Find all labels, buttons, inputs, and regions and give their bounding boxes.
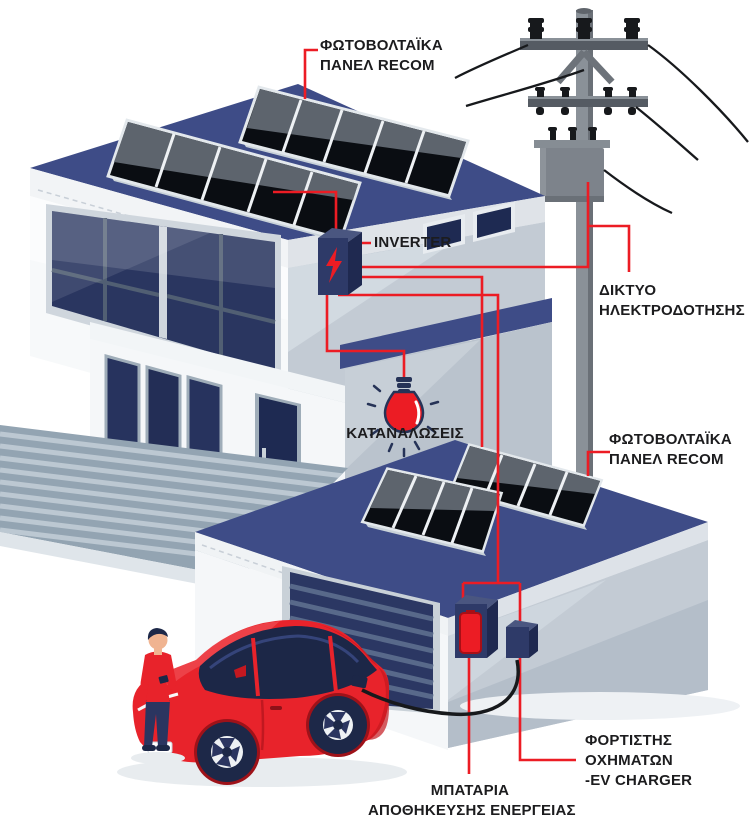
electric-car (132, 619, 390, 785)
window-band (46, 204, 281, 379)
side-mirror (234, 665, 246, 678)
wire-inverter-to-battery-charger (338, 293, 500, 583)
solar-panel-row (360, 467, 504, 556)
label-line: ΗΛΕΚΤΡΟΔΟΤΗΣΗΣ (599, 302, 745, 319)
side-vent-windows (423, 202, 515, 254)
wire-inverter-to-grid (352, 182, 590, 269)
label-line: INVERTER (374, 234, 452, 251)
charging-cable (361, 659, 520, 717)
power-lines (454, 43, 749, 215)
bushing-icons (535, 87, 637, 115)
battery-box (455, 595, 498, 658)
lightning-bolt-icon (326, 247, 342, 283)
insulator-icon (528, 18, 640, 39)
label-grid-network: ΔΙΚΤΥΟ ΗΛΕΚΤΡΟΔΟΤΗΣΗΣ (599, 281, 745, 321)
wire-pv-right-label (586, 450, 610, 476)
label-consumption: ΚΑΤΑΝΑΛΩΣΕΙΣ (329, 424, 481, 444)
label-battery-storage: ΜΠΑΤΑΡΙΑ ΑΠΟΘΗΚΕΥΣΗΣ ΕΝΕΡΓΕΙΑΣ (368, 781, 576, 821)
label-line: ΠΑΝΕΛ RECOM (320, 57, 435, 74)
label-line: ΦΩΤΟΒΟΛΤΑΪΚΑ (609, 431, 732, 448)
light-bulb-icon (366, 377, 440, 458)
label-line: ΟΧΗΜΑΤΩΝ (585, 752, 673, 769)
wire-ev-label (518, 658, 576, 762)
wire-label-to-top-panels (303, 48, 318, 99)
label-pv-panels-top: ΦΩΤΟΒΟΛΤΑΪΚΑ ΠΑΝΕΛ RECOM (320, 36, 443, 76)
wire-inverter-to-garage-panels (352, 275, 484, 447)
label-line: ΑΠΟΘΗΚΕΥΣΗΣ ΕΝΕΡΓΕΙΑΣ (368, 802, 576, 819)
label-line: ΦΩΤΟΒΟΛΤΑΪΚΑ (320, 37, 443, 54)
label-line: ΠΑΝΕΛ RECOM (609, 451, 724, 468)
solar-panel-array-garage (360, 443, 604, 556)
label-line: ΚΑΤΑΝΑΛΩΣΕΙΣ (346, 425, 464, 442)
person (140, 628, 177, 751)
wire-panels-to-inverter (273, 190, 338, 232)
transformer (540, 148, 604, 202)
label-inverter: INVERTER (374, 233, 451, 253)
solar-panel-row (238, 85, 470, 200)
label-line: ΔΙΚΤΥΟ (599, 282, 657, 299)
car-wheel (194, 719, 260, 785)
label-ev-charger: ΦΟΡΤΙΣΤΗΣ ΟΧΗΜΑΤΩΝ -EV CHARGER (585, 731, 692, 791)
diagram-wires (273, 48, 631, 774)
label-pv-panels-right: ΦΩΤΟΒΟΛΤΑΪΚΑ ΠΑΝΕΛ RECOM (609, 430, 732, 470)
battery-icon (459, 610, 482, 654)
ev-charger-box (506, 620, 538, 658)
label-line: ΦΟΡΤΙΣΤΗΣ (585, 732, 673, 749)
label-line: ΜΠΑΤΑΡΙΑ (430, 782, 510, 799)
wire-inverter-to-bulb (325, 290, 406, 379)
wire-grid-label (588, 224, 631, 272)
label-line: -EV CHARGER (585, 772, 693, 789)
inverter-box (318, 228, 362, 295)
car-wheel (306, 693, 370, 757)
utility-pole (454, 8, 749, 522)
